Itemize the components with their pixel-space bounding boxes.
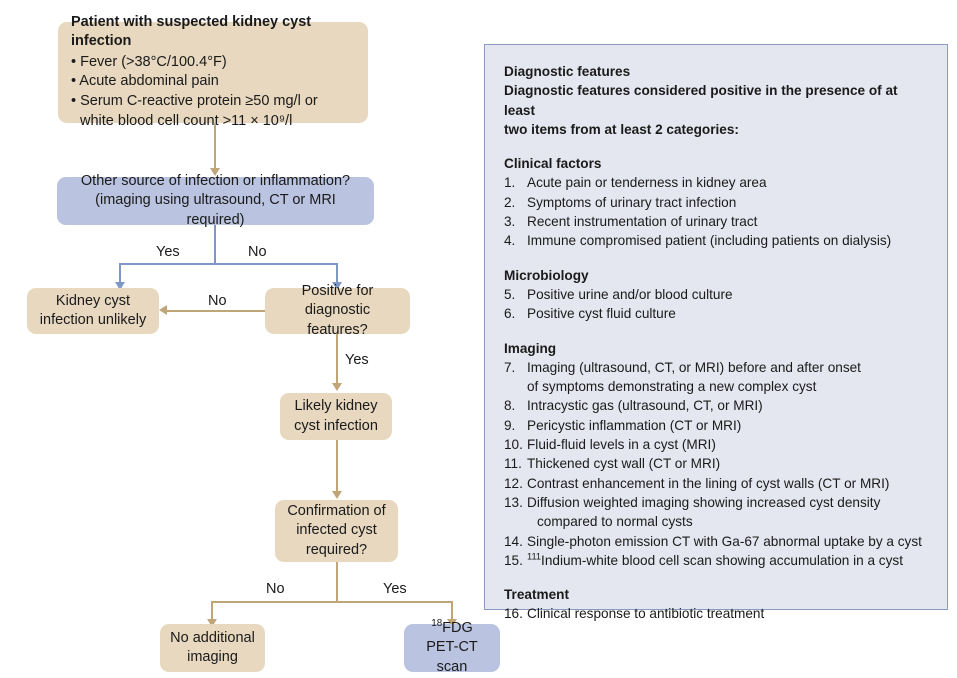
list-item: 10.Fluid-fluid levels in a cyst (MRI) xyxy=(504,437,716,453)
connector-likely-to-confirmation xyxy=(336,440,338,492)
node-pet-line2: PET-CT scan xyxy=(426,639,478,675)
list-item: 1.Acute pain or tenderness in kidney are… xyxy=(504,175,767,191)
node-pet-line1: 18FDG xyxy=(431,618,473,637)
edge-label-yes-2: Yes xyxy=(345,352,369,368)
arrowhead-confirmation-yes xyxy=(446,619,457,627)
node-suspected-infection-title: Patient with suspected kidney cyst infec… xyxy=(71,14,312,50)
panel-section-title-imaging: Imaging xyxy=(504,340,557,356)
edge-label-yes-1: Yes xyxy=(156,244,180,260)
list-item: 8.Intracystic gas (ultrasound, CT, or MR… xyxy=(504,398,763,414)
node-positive-features-line2: diagnostic features? xyxy=(304,302,371,338)
arrowhead-othersource-no xyxy=(332,282,342,290)
node-likely-line1: Likely kidney xyxy=(294,398,378,415)
node-suspected-infection-bullet-1: • Fever (>38°C/100.4°F) xyxy=(71,53,227,70)
panel-section-title-clinical-factors: Clinical factors xyxy=(504,156,602,172)
arrowhead-features-no-to-unlikely xyxy=(159,305,167,315)
node-no-imaging-line2: imaging xyxy=(187,649,238,665)
arrowhead-likely-to-confirmation xyxy=(331,491,342,499)
edge-label-no-1: No xyxy=(248,244,267,260)
connector-othersource-yes xyxy=(119,263,121,284)
connector-confirmation-no xyxy=(211,601,213,621)
node-infection-unlikely-line1: Kidney cyst xyxy=(55,292,131,309)
arrowhead-othersource-yes xyxy=(115,282,125,290)
list-item: 11.Thickened cyst wall (CT or MRI) xyxy=(504,456,721,472)
connector-othersource-no xyxy=(336,263,338,284)
list-item: 16.Clinical response to antibiotic treat… xyxy=(504,606,765,622)
panel-intro-line2: two items from at least 2 categories: xyxy=(504,121,739,137)
node-suspected-infection-bullet-3: • Serum C-reactive protein ≥50 mg/l or xyxy=(71,93,318,110)
list-item: 5.Positive urine and/or blood culture xyxy=(504,286,733,302)
node-infection-unlikely-line2: infection unlikely xyxy=(39,312,147,328)
indium-superscript: 111 xyxy=(527,551,542,562)
connector-features-no-to-unlikely xyxy=(167,310,265,312)
node-likely-line2: cyst infection xyxy=(294,417,378,434)
list-item: 2.Symptoms of urinary tract infection xyxy=(504,194,737,210)
diagnostic-features-panel: Diagnostic features Diagnostic features … xyxy=(484,44,948,621)
node-pet-superscript: 18 xyxy=(431,618,443,630)
panel-list-treatment: 16.Clinical response to antibiotic treat… xyxy=(504,604,928,623)
panel-list-microbiology: 5.Positive urine and/or blood culture 6.… xyxy=(504,285,928,324)
connector-othersource-stem xyxy=(214,225,216,264)
list-item: 9.Pericystic inflammation (CT or MRI) xyxy=(504,417,742,433)
list-item: 4.Immune compromised patient (including … xyxy=(504,233,892,249)
node-suspected-infection-bullet-4: white blood cell count >11 × 10⁹/l xyxy=(80,113,293,130)
list-item: 3.Recent instrumentation of urinary trac… xyxy=(504,214,758,230)
node-other-source-line2: (imaging using ultrasound, CT or MRI req… xyxy=(95,192,336,228)
edge-label-yes-3: Yes xyxy=(383,581,407,597)
list-item: 12.Contrast enhancement in the lining of… xyxy=(504,475,890,491)
node-confirmation-line1: Confirmation of xyxy=(287,503,386,520)
node-confirmation-line2: infected cyst xyxy=(296,522,377,539)
list-item: 7.Imaging (ultrasound, CT, or MRI) befor… xyxy=(504,359,861,395)
node-positive-features-line1: Positive for xyxy=(301,283,374,300)
list-item: 6.Positive cyst fluid culture xyxy=(504,306,676,322)
connector-othersource-split xyxy=(119,263,337,265)
panel-list-imaging: 7.Imaging (ultrasound, CT, or MRI) befor… xyxy=(504,358,928,570)
connector-confirmation-stem xyxy=(336,562,338,602)
arrowhead-start-to-othersource xyxy=(209,168,220,176)
node-other-source-of-infection: Other source of infection or inflammatio… xyxy=(57,173,374,228)
node-other-source-line1: Other source of infection or inflammatio… xyxy=(80,173,351,190)
node-confirmation-line3: required? xyxy=(305,541,368,558)
connector-features-yes-to-likely xyxy=(336,334,338,384)
panel-list-clinical-factors: 1.Acute pain or tenderness in kidney are… xyxy=(504,173,928,250)
panel-intro-line1: Diagnostic features considered positive … xyxy=(504,83,898,118)
node-suspected-infection-bullet-2: • Acute abdominal pain xyxy=(71,73,219,90)
arrowhead-confirmation-no xyxy=(206,619,217,627)
node-infection-unlikely: Kidney cyst infection unlikely xyxy=(27,288,159,334)
list-item: 15.111Indium-white blood cell scan showi… xyxy=(504,551,903,568)
edge-label-no-3: No xyxy=(266,581,285,597)
node-positive-for-diagnostic-features: Positive for diagnostic features? xyxy=(265,283,410,338)
panel-section-title-treatment: Treatment xyxy=(504,587,569,603)
node-suspected-infection: Patient with suspected kidney cyst infec… xyxy=(58,14,368,129)
node-no-imaging-line1: No additional xyxy=(170,629,255,646)
connector-confirmation-yes xyxy=(451,601,453,621)
connector-confirmation-split xyxy=(211,601,452,603)
panel-section-title-microbiology: Microbiology xyxy=(504,267,589,283)
list-item: 13.Diffusion weighted imaging showing in… xyxy=(504,494,881,530)
node-no-additional-imaging: No additional imaging xyxy=(160,624,265,672)
arrowhead-features-yes-to-likely xyxy=(331,383,342,391)
edge-label-no-2: No xyxy=(208,293,227,309)
panel-heading: Diagnostic features xyxy=(504,64,631,79)
connector-start-to-othersource xyxy=(214,123,216,169)
node-likely-kidney-cyst-infection: Likely kidney cyst infection xyxy=(280,393,392,440)
list-item: 14.Single-photon emission CT with Ga-67 … xyxy=(504,533,922,549)
node-fdg-pet-ct-scan: 18FDG PET-CT scan xyxy=(404,619,500,675)
node-confirmation-required: Confirmation of infected cyst required? xyxy=(275,500,398,562)
